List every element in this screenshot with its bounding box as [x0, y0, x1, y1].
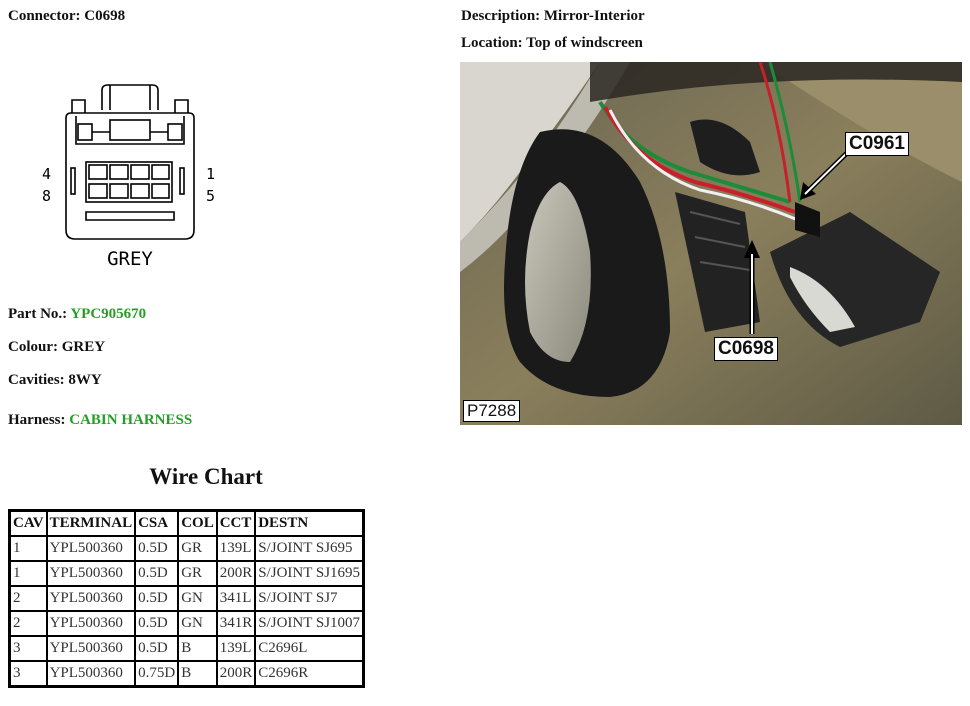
terminal-cell: YPL500360 [45, 610, 137, 637]
connector-face-diagram: 4 8 1 5 GREY [42, 84, 215, 270]
cav-cell: 2 [8, 585, 48, 612]
pin-4-label: 4 [42, 165, 51, 183]
table-row: 3 YPL500360 0.5D B 139L C2696L [8, 635, 365, 662]
cct-cell: 200R [215, 660, 257, 688]
cav-cell: 1 [8, 535, 48, 562]
description-label: Description: Mirror-Interior [461, 8, 645, 24]
connector-label: Connector: C0698 [8, 8, 126, 24]
column-header: CAV [8, 509, 48, 537]
cav-cell: 3 [8, 660, 48, 688]
cct-cell: 341L [215, 585, 257, 612]
harness-label: Harness: [8, 412, 70, 428]
terminal-cell: YPL500360 [45, 560, 137, 587]
colour-label: Colour: GREY [8, 339, 106, 355]
cct-cell: 139L [215, 535, 257, 562]
csa-cell: 0.5D [134, 610, 180, 637]
cct-cell: 341R [215, 610, 257, 637]
photo-id-label: P7288 [463, 400, 521, 422]
location-label: Location: Top of windscreen [461, 35, 643, 51]
part-number-value: YPC905670 [70, 306, 147, 322]
csa-cell: 0.5D [134, 635, 180, 662]
wire-chart-table: CAV TERMINAL CSA COL CCT DESTN 1 YPL5003… [8, 509, 366, 688]
cavities-label: Cavities: 8WY [8, 372, 102, 388]
csa-cell: 0.5D [134, 585, 180, 612]
table-row: 1 YPL500360 0.5D GR 200R S/JOINT SJ1695 [8, 560, 365, 587]
destn-cell: S/JOINT SJ1007 [254, 610, 365, 637]
csa-cell: 0.75D [134, 660, 180, 688]
wire-chart-title: Wire Chart [149, 464, 263, 489]
part-number: Part No.: YPC905670 [8, 306, 146, 323]
wire-chart-header-row: CAV TERMINAL CSA COL CCT DESTN [8, 509, 365, 537]
col-cell: GR [177, 560, 218, 587]
destn-cell: S/JOINT SJ1695 [254, 560, 365, 587]
destn-cell: S/JOINT SJ695 [254, 535, 365, 562]
callout-c0698: C0698 [714, 337, 778, 361]
terminal-cell: YPL500360 [45, 635, 137, 662]
cav-cell: 3 [8, 635, 48, 662]
table-row: 1 YPL500360 0.5D GR 139L S/JOINT SJ695 [8, 535, 365, 562]
terminal-cell: YPL500360 [45, 535, 137, 562]
table-row: 3 YPL500360 0.75D B 200R C2696R [8, 660, 365, 688]
pin-5-label: 5 [206, 187, 215, 205]
column-header: DESTN [254, 509, 365, 537]
col-cell: GN [177, 610, 218, 637]
col-cell: GN [177, 585, 218, 612]
col-cell: GR [177, 535, 218, 562]
harness-value: CABIN HARNESS [69, 412, 193, 428]
column-header: TERMINAL [45, 509, 137, 537]
cct-cell: 139L [215, 635, 257, 662]
connector-colour-label: GREY [107, 248, 153, 270]
harness: Harness: CABIN HARNESS [8, 412, 192, 429]
terminal-cell: YPL500360 [45, 585, 137, 612]
pin-1-label: 1 [206, 165, 215, 183]
part-number-label: Part No.: [8, 306, 71, 322]
table-row: 2 YPL500360 0.5D GN 341R S/JOINT SJ1007 [8, 610, 365, 637]
column-header: COL [177, 509, 218, 537]
cav-cell: 1 [8, 560, 48, 587]
cct-cell: 200R [215, 560, 257, 587]
table-row: 2 YPL500360 0.5D GN 341L S/JOINT SJ7 [8, 585, 365, 612]
col-cell: B [177, 660, 218, 688]
destn-cell: C2696R [254, 660, 365, 688]
callout-c0961: C0961 [845, 132, 909, 156]
cav-cell: 2 [8, 610, 48, 637]
pin-8-label: 8 [42, 187, 51, 205]
destn-cell: C2696L [254, 635, 365, 662]
terminal-cell: YPL500360 [45, 660, 137, 688]
column-header: CCT [215, 509, 257, 537]
col-cell: B [177, 635, 218, 662]
column-header: CSA [134, 509, 180, 537]
csa-cell: 0.5D [134, 560, 180, 587]
connector-location-photo: C0961 C0698 P7288 [460, 62, 962, 425]
csa-cell: 0.5D [134, 535, 180, 562]
destn-cell: S/JOINT SJ7 [254, 585, 365, 612]
